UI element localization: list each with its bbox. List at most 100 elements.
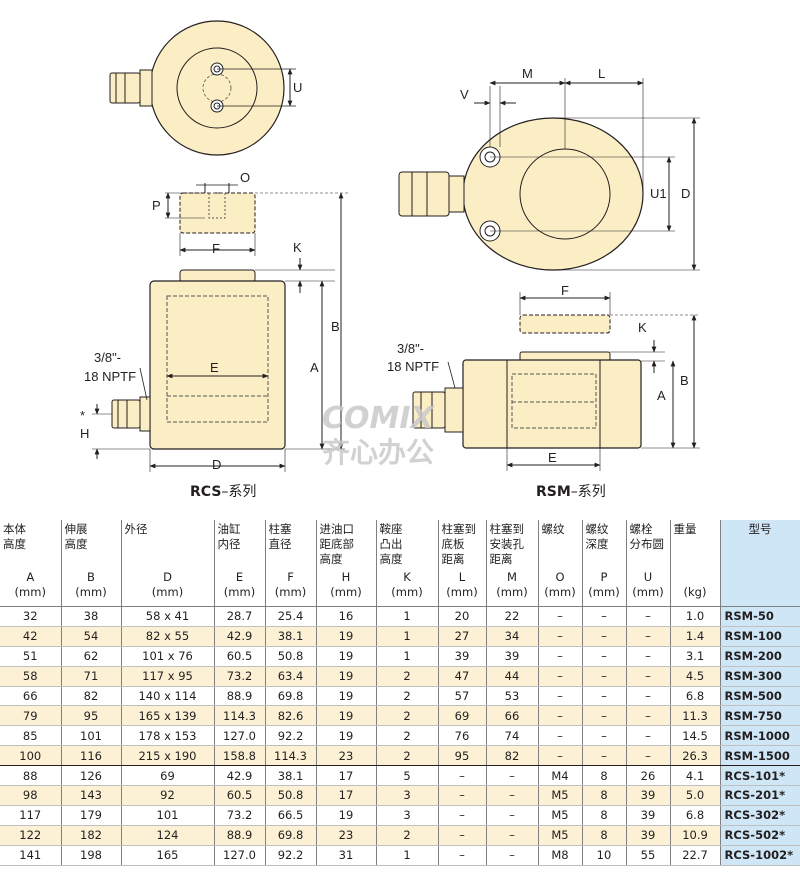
table-cell: 69 [438,705,487,727]
table-cell: 19 [316,646,377,667]
table-cell: 19 [316,686,377,707]
rsm-caption: RSM–系列 [536,484,606,500]
column-header: 重量 (kg) [670,520,721,607]
table-cell: 1 [376,606,439,627]
table-cell: – [438,785,487,806]
table-cell: 27 [438,626,487,647]
table-cell: – [486,805,539,826]
table-cell: 19 [316,705,377,727]
column-header-text: 螺纹 [541,522,565,536]
table-cell: 22.7 [670,845,721,866]
column-header-unit: D [163,570,172,584]
model-cell: RSM-300 [720,666,800,687]
table-cell: 215 x 190 [121,745,215,767]
table-cell: 95 [61,705,122,727]
rsm-label-k: K [638,320,647,335]
table-cell: – [538,725,583,747]
column-header-text [542,537,579,552]
column-header-unit: (mm) [330,585,362,599]
table-cell: 42 [0,626,62,647]
table-cell: – [438,825,487,846]
table-cell: 1.0 [670,606,721,627]
table-cell: – [538,626,583,647]
table-cell: 2 [376,686,439,707]
table-cell: 92.2 [265,845,317,866]
table-cell: 76 [438,725,487,747]
table-cell: – [582,646,627,667]
column-header-unit: (mm) [446,585,478,599]
table-cell: 165 x 139 [121,705,215,727]
table-cell: 63.4 [265,666,317,687]
table-cell: 14.5 [670,725,721,747]
table-cell: – [582,626,627,647]
rsm-label-e: E [548,450,557,465]
column-header-unit: E [235,570,244,584]
column-header-unit: (mm) [223,585,256,599]
table-cell: – [582,606,627,627]
model-cell: RSM-750 [720,705,800,727]
column-header-unit: L [458,570,466,584]
rsm-label-a: A [657,388,666,403]
table-cell: 44 [486,666,539,687]
column-header-text: 分布圆 [629,537,665,551]
column-header-text: 高度 [3,537,26,551]
table-cell: – [582,745,627,767]
column-header-text: 底板 [441,537,465,551]
column-header-unit: (mm) [274,585,307,599]
table-cell: 74 [486,725,539,747]
column-header-unit: H [341,570,351,584]
table-cell: 58 x 41 [121,606,215,627]
column-header-unit: (mm) [544,585,576,599]
table-cell: M4 [538,765,583,787]
table-cell: 69.8 [265,825,317,846]
table-cell: 32 [0,606,62,627]
column-header-text: 距离 [489,552,513,566]
table-cell: 182 [61,825,122,846]
table-cell: – [486,845,539,866]
table-cell: 23 [316,825,377,846]
table-cell: – [626,606,671,627]
rsm-label-b: B [680,373,689,388]
table-cell: 4.1 [670,765,721,787]
model-cell: RCS-101* [720,765,800,787]
column-header-unit: F [287,570,294,584]
table-cell: 3.1 [670,646,721,667]
cylinder-diagrams: U O P F E K A [80,20,700,500]
table-cell: 92 [121,785,215,806]
table-cell: 39 [438,646,487,667]
column-header-text: 距底部 [319,537,355,551]
table-cell: 165 [121,845,215,866]
table-cell: 66.5 [265,805,317,826]
rcs-label-d: D [212,457,221,472]
table-cell: 2 [376,825,439,846]
table-cell: – [538,606,583,627]
table-cell: 10.9 [670,825,721,846]
table-cell: 53 [486,686,539,707]
table-cell: 66 [486,705,539,727]
rcs-port-line2: 18 NPTF [84,369,136,384]
table-cell: – [486,825,539,846]
table-cell: – [626,725,671,747]
table-cell: 179 [61,805,122,826]
table-cell: 34 [486,626,539,647]
rsm-side-view: F K A B E 3/8"- 18 NPTF RSM–系列 [387,283,700,500]
table-cell: 51 [0,646,62,667]
rcs-label-b: B [331,319,340,334]
column-header-text: 伸展 [64,522,88,536]
column-header-unit: (mm) [632,585,664,599]
model-cell: RSM-1500 [720,745,800,767]
model-cell: RSM-50 [720,606,800,627]
column-header-text [125,537,211,552]
rcs-label-h: H [80,426,89,441]
column-header-unit: K [403,570,411,584]
column-header-text: 本体 [3,522,26,536]
column-header-text [674,537,717,552]
table-cell: 82 [61,686,122,707]
table-cell: M5 [538,785,583,806]
table-cell: 62 [61,646,122,667]
